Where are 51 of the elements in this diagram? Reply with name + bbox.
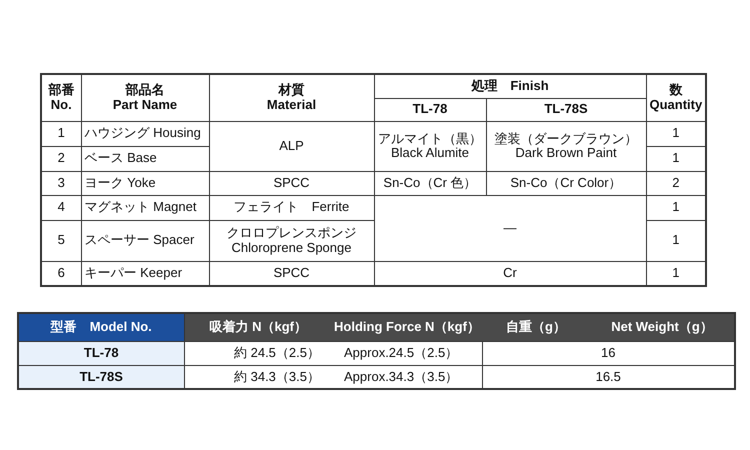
cell-text: 3 xyxy=(56,176,66,190)
cell-text: 1 xyxy=(671,233,680,248)
cell-text: ALP xyxy=(278,138,305,154)
column-header: TL-78 xyxy=(412,102,448,117)
cell-text: Sn-Co（Cr 色） xyxy=(382,176,478,190)
cell-text: アルマイト（黒） xyxy=(378,132,482,146)
cell-text: 1 xyxy=(671,266,680,280)
header-cell: 自重（g） xyxy=(482,313,590,341)
cell-text: 塗装（ダークブラウン） xyxy=(494,132,638,146)
cell-text: Black Alumite xyxy=(390,146,470,160)
cell-text: Dark Brown Paint xyxy=(514,146,618,160)
column-header: Material xyxy=(266,98,318,112)
cell-text: 5 xyxy=(56,233,66,248)
cell-text: Cr xyxy=(502,266,518,280)
cell-text: — xyxy=(502,220,518,236)
cell-text: キーパー Keeper xyxy=(84,266,184,280)
column-header: 処理 Finish xyxy=(470,79,550,94)
header-cell: Holding Force N（kgf） xyxy=(332,313,482,341)
cell-text: 6 xyxy=(56,266,66,280)
header-cell: Net Weight（g） xyxy=(590,313,735,341)
column-header: 数 xyxy=(668,83,684,98)
cell-text: 4 xyxy=(56,200,66,215)
cell-text: ハウジング Housing xyxy=(84,126,202,141)
cell-text: 1 xyxy=(671,126,680,141)
cell-text: Sn-Co（Cr Color） xyxy=(509,176,623,190)
force-cell: Approx.24.5（2.5） xyxy=(332,341,482,365)
column-header: No. xyxy=(50,98,73,112)
model-cell: TL-78S xyxy=(18,365,184,389)
cell-text: 1 xyxy=(671,200,680,215)
cell-text: マグネット Magnet xyxy=(84,200,198,215)
header-cell: 吸着力 N（kgf） xyxy=(184,313,332,341)
header-cell: 型番 Model No. xyxy=(18,313,184,341)
cell-text: 1 xyxy=(56,126,66,141)
cell-text: スペーサー Spacer xyxy=(84,233,196,248)
cell-text: フェライト Ferrite xyxy=(232,200,350,215)
cell-text: 2 xyxy=(671,176,680,190)
cell-text: ベース Base xyxy=(84,151,158,166)
model-cell: TL-78 xyxy=(18,341,184,365)
cell-text: SPCC xyxy=(272,266,311,280)
column-header: 部品名 xyxy=(124,83,166,98)
column-header: 材質 xyxy=(277,83,306,98)
column-header: TL-78S xyxy=(543,102,589,117)
column-header: Quantity xyxy=(650,98,702,112)
cell-text: Chloroprene Sponge xyxy=(230,240,352,255)
cell-text: 2 xyxy=(56,151,66,166)
cell-text: ヨーク Yoke xyxy=(84,176,157,190)
cell-text: クロロプレンスポンジ xyxy=(226,226,358,240)
column-header: Part Name xyxy=(112,98,178,112)
cell-text: SPCC xyxy=(272,176,311,190)
cell-text: 1 xyxy=(671,151,680,166)
column-header: 部番 xyxy=(47,83,76,98)
